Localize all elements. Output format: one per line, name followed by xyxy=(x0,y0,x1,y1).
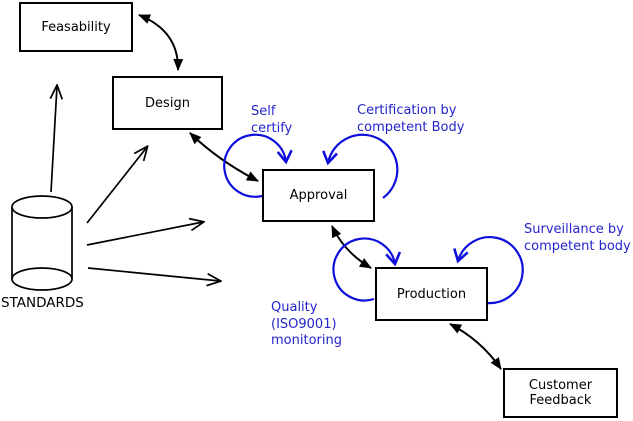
annotation-certification: Certification by competent Body xyxy=(357,102,464,136)
node-approval-label: Approval xyxy=(289,188,348,203)
loop-certification xyxy=(328,133,399,199)
arrow-standards-to-approval xyxy=(86,222,203,246)
standards-cylinder xyxy=(11,195,73,291)
arrow-production-customer-feedback xyxy=(449,323,502,370)
node-design-label: Design xyxy=(145,95,190,111)
node-feasability: Feasability xyxy=(19,2,133,52)
standards-label: STANDARDS xyxy=(1,295,84,311)
arrow-standards-to-production xyxy=(87,267,220,281)
loop-self-certify xyxy=(223,133,286,198)
annotation-line: monitoring xyxy=(271,333,342,348)
node-customer-feedback-line: Feedback xyxy=(529,393,592,408)
node-feasability-label: Feasability xyxy=(41,19,111,35)
annotation-line: Quality xyxy=(271,300,318,315)
annotation-line: Self xyxy=(251,104,276,119)
annotation-quality-monitoring: Quality (ISO9001) monitoring xyxy=(271,300,342,350)
annotation-self-certify: Self certify xyxy=(251,103,292,137)
arrow-feasability-design xyxy=(138,14,184,71)
annotation-surveillance: Surveillance by competent body xyxy=(524,221,631,255)
node-customer-feedback: Customer Feedback xyxy=(503,368,618,418)
node-production-label: Production xyxy=(396,286,467,302)
annotation-line: Surveillance by xyxy=(524,222,624,237)
annotation-line: (ISO9001) xyxy=(271,316,337,332)
annotation-line: certify xyxy=(251,121,293,136)
node-production: Production xyxy=(375,267,488,321)
annotation-line: Certification by xyxy=(357,103,457,118)
arrow-standards-to-design xyxy=(86,147,147,224)
loop-quality-monitoring xyxy=(332,237,395,302)
node-approval: Approval xyxy=(262,169,375,222)
arrow-design-approval xyxy=(189,132,259,182)
arrow-standards-to-feasability xyxy=(51,86,57,193)
annotation-line: competent Body xyxy=(357,120,465,135)
node-design: Design xyxy=(112,76,223,130)
annotation-line: competent body xyxy=(524,239,631,254)
arrow-approval-production xyxy=(331,225,372,269)
node-customer-feedback-line: Customer xyxy=(528,378,593,393)
loop-surveillance xyxy=(458,236,524,305)
